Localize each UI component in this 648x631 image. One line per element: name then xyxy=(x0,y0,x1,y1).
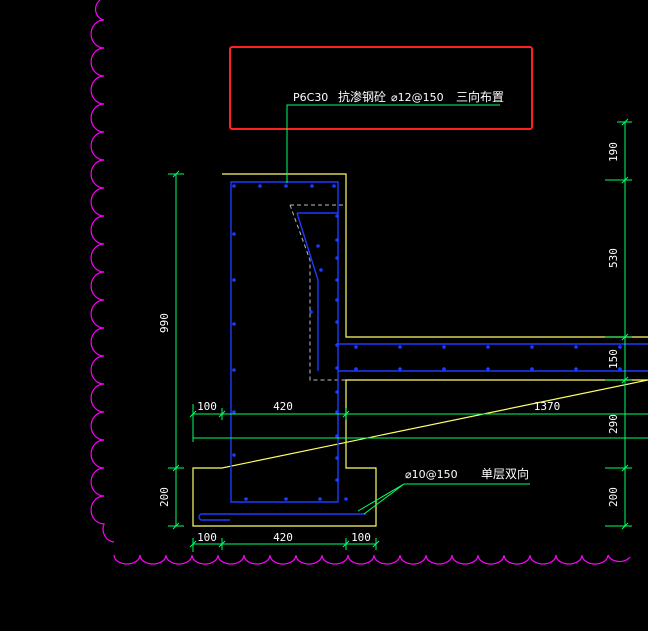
rebar-dot xyxy=(335,434,339,438)
rebar-dot xyxy=(335,214,339,218)
dim-right-150: 150 xyxy=(607,349,620,369)
note-rebar-top: ⌀12@150 xyxy=(391,91,444,104)
rebar-dot xyxy=(354,345,358,349)
revision-cloud-left xyxy=(90,0,115,543)
highlight-box xyxy=(229,46,533,130)
rebar-dot xyxy=(530,367,534,371)
rebar-dot xyxy=(486,367,490,371)
rebar-dot xyxy=(574,367,578,371)
rebar-dot xyxy=(232,322,236,326)
rebar-dot xyxy=(344,497,348,501)
note-concrete: 抗渗钢砼 xyxy=(338,89,386,104)
rebar-dot xyxy=(398,345,402,349)
rebar-dot xyxy=(258,184,262,188)
rebar-dot xyxy=(335,298,339,302)
rebar-dot xyxy=(335,478,339,482)
rebar-dot xyxy=(442,367,446,371)
note-rebar-bottom: ⌀10@150 xyxy=(405,468,458,481)
rebar-dot xyxy=(354,367,358,371)
rebar-dot xyxy=(284,497,288,501)
rebar-dot xyxy=(335,343,339,347)
rebar-lines xyxy=(198,181,648,521)
dimension-lines xyxy=(168,118,648,552)
dim-mid-1370: 1370 xyxy=(534,400,561,413)
note-three-way: 三向布置 xyxy=(456,89,504,104)
rebar-dot xyxy=(310,184,314,188)
rebar-dot xyxy=(442,345,446,349)
dim-right-530: 530 xyxy=(607,248,620,268)
dim-right-190: 190 xyxy=(607,142,620,162)
rebar-dots xyxy=(232,184,622,501)
rebar-dot xyxy=(335,390,339,394)
rebar-dot xyxy=(332,184,336,188)
revision-cloud-bottom xyxy=(113,554,631,565)
dim-left-990: 990 xyxy=(158,313,171,333)
rebar-dot xyxy=(232,410,236,414)
rebar-dot xyxy=(486,345,490,349)
note-grade: P6C30 xyxy=(293,91,328,104)
dim-left-200: 200 xyxy=(158,487,171,507)
rebar-dot xyxy=(398,367,402,371)
rebar-dot xyxy=(232,368,236,372)
rebar-dot xyxy=(284,184,288,188)
rebar-dot xyxy=(335,278,339,282)
rebar-dot xyxy=(309,310,313,314)
rebar-dot xyxy=(618,367,622,371)
rebar-dot xyxy=(316,244,320,248)
dim-mid-420: 420 xyxy=(273,400,293,413)
rebar-dot xyxy=(232,453,236,457)
rebar-dot xyxy=(335,238,339,242)
note-single-layer: 单层双向 xyxy=(481,466,529,481)
dim-right-290: 290 xyxy=(607,414,620,434)
rebar-dot xyxy=(335,410,339,414)
dim-mid-100: 100 xyxy=(197,400,217,413)
rebar-dot xyxy=(618,345,622,349)
dim-bot-100b: 100 xyxy=(351,531,371,544)
rebar-dot xyxy=(318,497,322,501)
dim-right-200: 200 xyxy=(607,487,620,507)
rebar-dot xyxy=(335,320,339,324)
rebar-dot xyxy=(335,366,339,370)
rebar-dot xyxy=(319,268,323,272)
dim-bot-100a: 100 xyxy=(197,531,217,544)
leader-lines xyxy=(286,104,530,515)
dim-bot-420: 420 xyxy=(273,531,293,544)
rebar-dot xyxy=(530,345,534,349)
rebar-dot xyxy=(574,345,578,349)
rebar-dot xyxy=(335,456,339,460)
rebar-dot xyxy=(335,256,339,260)
rebar-dot xyxy=(232,232,236,236)
rebar-dot xyxy=(232,184,236,188)
rebar-dot xyxy=(232,278,236,282)
dashed-opening xyxy=(289,204,346,381)
rebar-dot xyxy=(244,497,248,501)
